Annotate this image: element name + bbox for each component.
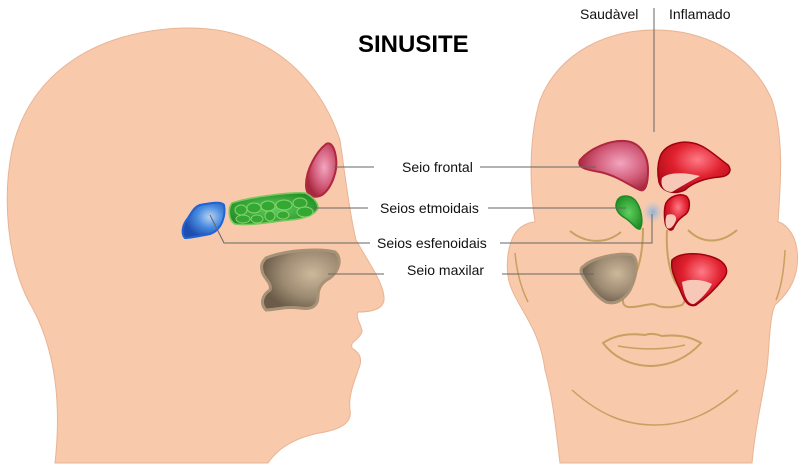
leader-lines <box>209 8 655 275</box>
frontal-sinus-healthy <box>578 139 650 192</box>
front-face <box>506 29 799 464</box>
ethmoid-sinus-profile <box>228 192 319 226</box>
label-sphenoid-sinuses: Seios esfenoidais <box>377 235 487 251</box>
label-inflamed: Inflamado <box>669 6 731 22</box>
label-frontal-sinus: Seio frontal <box>402 159 473 175</box>
sphenoid-sinus-profile <box>181 201 226 240</box>
frontal-sinus-inflamed <box>657 141 731 194</box>
maxillary-sinus-inflamed <box>670 253 728 307</box>
frontal-sinus-profile <box>304 142 338 198</box>
ethmoid-sinus-healthy <box>615 195 643 230</box>
sphenoid-sinus-center <box>643 201 663 223</box>
maxillary-sinus-healthy <box>579 252 638 305</box>
profile-head <box>6 27 385 464</box>
diagram-title: SINUSITE <box>358 31 469 58</box>
label-ethmoid-sinuses: Seios etmoidais <box>380 200 479 216</box>
maxillary-sinus-profile <box>260 248 341 312</box>
label-healthy: Saudàvel <box>580 6 639 22</box>
ethmoid-sinus-inflamed <box>663 194 691 231</box>
label-maxillary-sinus: Seio maxilar <box>407 262 485 278</box>
